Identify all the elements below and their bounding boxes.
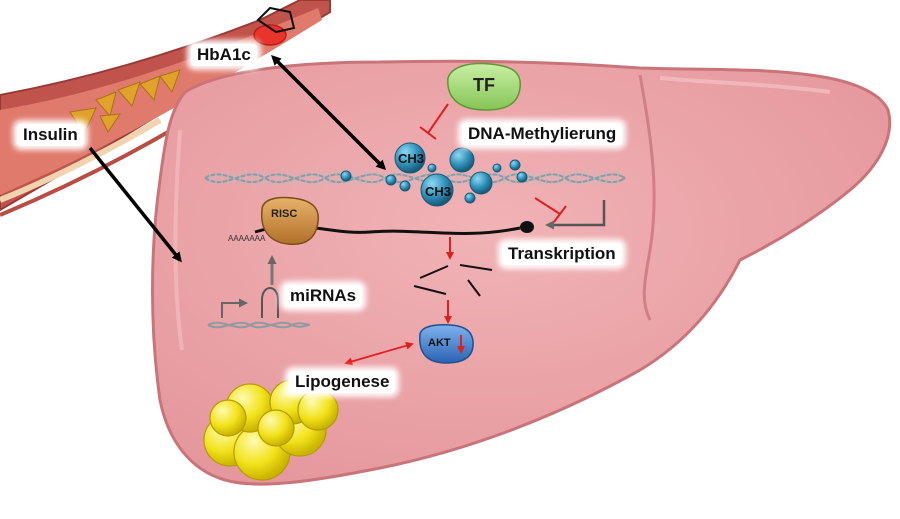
dna-methylation-label: DNA-Methylierung xyxy=(462,123,623,145)
methyl-group-icon xyxy=(399,180,411,192)
transcription-start-arrow xyxy=(545,200,606,230)
insulin-label: Insulin xyxy=(17,124,84,146)
methyl-group-icon xyxy=(449,147,475,173)
glucose-ring-icon xyxy=(256,6,296,34)
mirna-promoter-arrow xyxy=(221,298,248,318)
mirna-hairpin-icon xyxy=(261,287,279,318)
lipid-droplet-icon xyxy=(209,399,247,437)
methyl-groups xyxy=(340,142,528,207)
methyl-group-icon xyxy=(385,174,397,186)
methyl-group-icon xyxy=(469,171,493,195)
tf-protein-icon xyxy=(447,62,521,111)
transcription-label: Transkription xyxy=(502,243,622,265)
methyl-group-icon xyxy=(427,163,437,173)
methyl-group-icon xyxy=(516,171,528,183)
mirnas-label: miRNAs xyxy=(284,285,363,307)
tf-label: TF xyxy=(473,75,495,95)
tf-inhibition-line xyxy=(419,103,449,140)
methyl-group-icon xyxy=(420,173,454,207)
ch3-label-b: CH3 xyxy=(425,184,451,199)
methyl-group-icon xyxy=(492,163,502,173)
insulin-to-liver-arrow xyxy=(88,146,182,263)
insulin-molecules xyxy=(69,69,181,136)
akt-lipogenesis-arrow xyxy=(344,341,414,366)
lipid-droplet-icon xyxy=(257,409,295,447)
methyl-group-icon xyxy=(394,142,426,174)
hba1c-methylation-arrow xyxy=(271,55,387,171)
methyl-inhibition-line xyxy=(534,197,567,223)
methyl-group-icon xyxy=(464,192,476,204)
akt-label: AKT xyxy=(428,337,451,349)
dna-helix xyxy=(204,173,626,184)
ch3-label-a: CH3 xyxy=(398,151,424,166)
lipid-droplets xyxy=(203,379,339,481)
hba1c-label: HbA1c xyxy=(191,44,257,66)
risc-label: RISC xyxy=(271,208,297,220)
poly-a-tail: AAAAAAA xyxy=(228,234,266,243)
lipid-droplet-icon xyxy=(297,389,339,431)
red-blood-cell-icon xyxy=(253,24,287,46)
mrna-cap-icon xyxy=(520,221,534,233)
methyl-group-icon xyxy=(340,170,352,182)
lipogenesis-label: Lipogenese xyxy=(289,371,396,393)
mirna-gene-dna xyxy=(207,321,311,329)
risc-complex xyxy=(260,196,320,246)
methyl-group-icon xyxy=(509,159,521,171)
degraded-mrna-fragments xyxy=(413,264,493,297)
